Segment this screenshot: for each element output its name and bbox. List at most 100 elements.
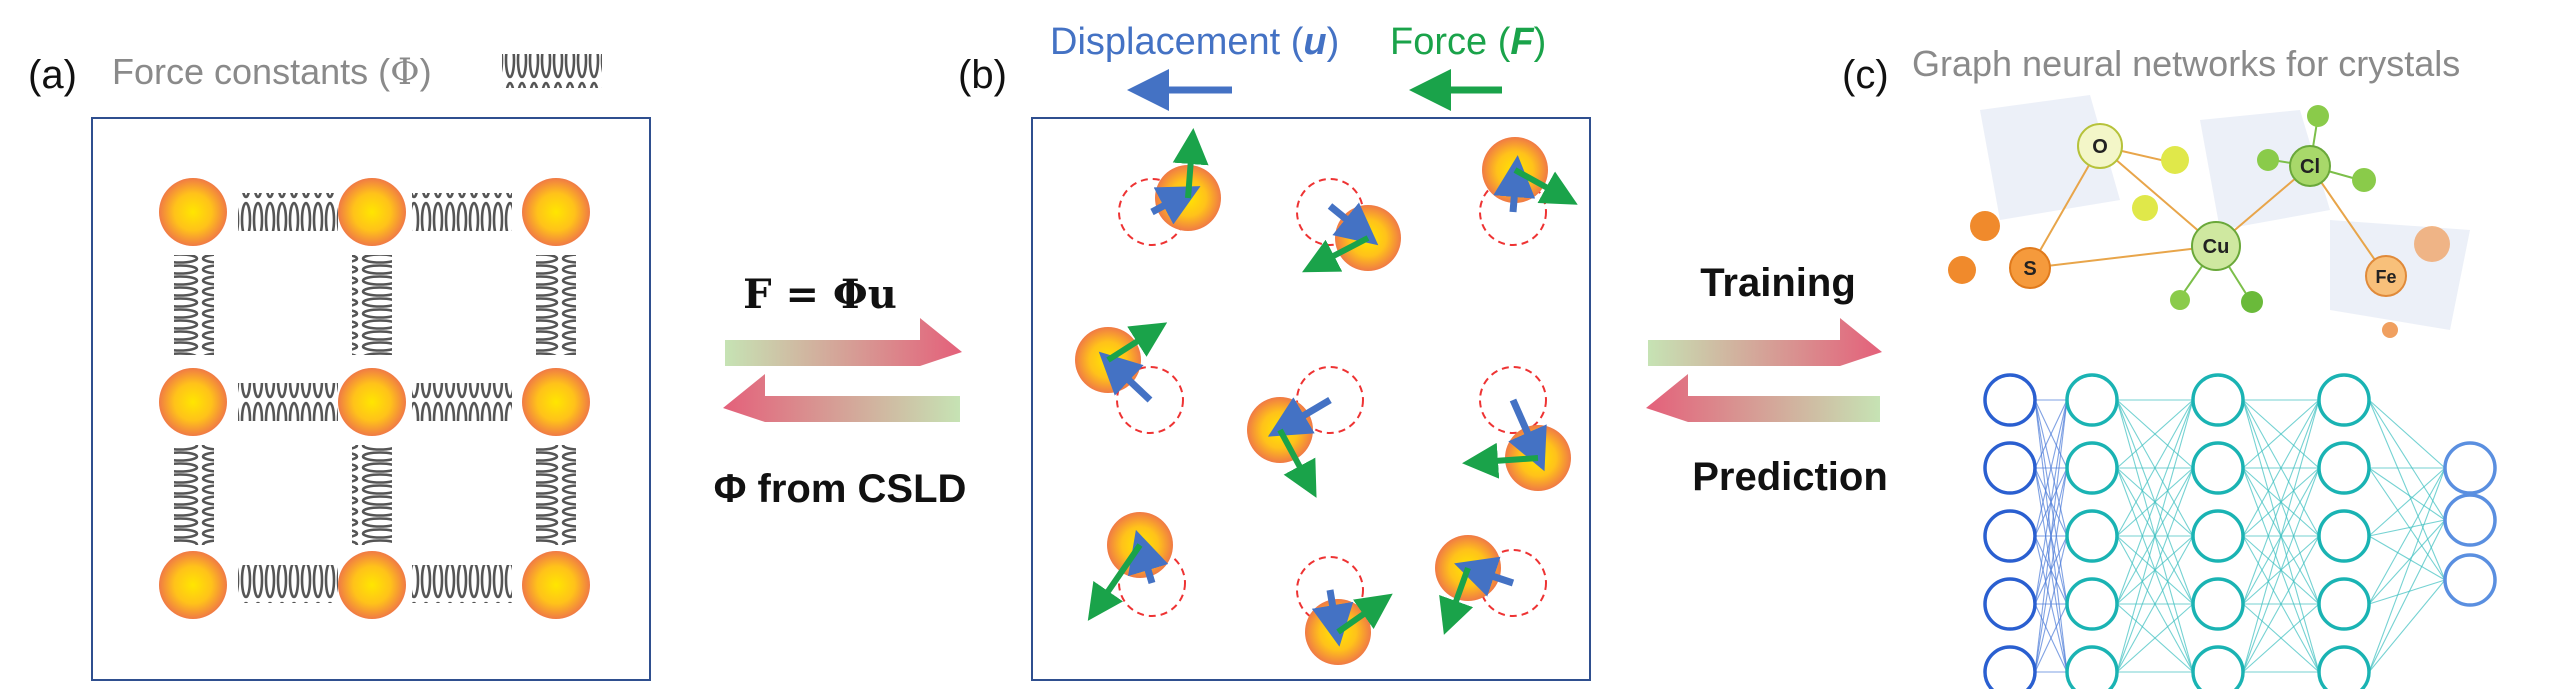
panel-a-title: Force constants (Φ) [112, 51, 432, 93]
atom [522, 178, 590, 246]
nn-node [2317, 509, 2371, 563]
nn-edge [2242, 399, 2320, 469]
panel-b-tag: (b) [958, 53, 1007, 97]
nn-edge [2116, 399, 2194, 537]
force-legend: Force (F) [1390, 21, 1546, 63]
nn-edge [2242, 399, 2320, 605]
nn-edge [2368, 519, 2446, 673]
nn-edge [2116, 399, 2194, 605]
nn-edge [2242, 535, 2320, 673]
crystal-graph: O Cl S Cu Fe [1948, 95, 2470, 338]
nn-node [2443, 553, 2497, 607]
training-arrow [1648, 318, 1882, 366]
atom-label-s: S [2023, 258, 2036, 280]
lattice-box [91, 117, 651, 681]
nn-edge [2368, 579, 2446, 673]
atom [338, 551, 406, 619]
nn-edge [2368, 467, 2446, 521]
displaced-atoms [1075, 128, 1578, 665]
nn-node [1983, 509, 2037, 563]
nn-edge [2368, 535, 2446, 581]
atom [338, 178, 406, 246]
nn-edge [2368, 467, 2446, 581]
nn-node [2317, 645, 2371, 689]
nn-edge [2242, 399, 2320, 537]
equation-label: F = Φu [743, 271, 897, 318]
nn-edge [2034, 467, 2068, 673]
nn-edge [2116, 399, 2194, 469]
spring-icon [502, 54, 602, 88]
nn-node [2065, 577, 2119, 631]
nn-edge [2034, 603, 2068, 673]
displaced-box [1031, 117, 1591, 681]
vertical-springs [174, 255, 576, 545]
neural-network [1983, 373, 2497, 689]
nn-edge [2116, 535, 2194, 673]
atom [159, 551, 227, 619]
nn-node [2317, 441, 2371, 495]
atom-label-cl: Cl [2300, 156, 2320, 178]
nn-node [2191, 441, 2245, 495]
nn-node [2191, 509, 2245, 563]
nn-edge [2368, 399, 2446, 581]
nn-edge [2034, 399, 2068, 673]
nn-edge [2116, 603, 2194, 673]
nn-edge [2242, 399, 2320, 673]
atom [522, 368, 590, 436]
nn-node [2317, 373, 2371, 427]
nn-edge [2034, 535, 2068, 673]
nn-edge [2368, 519, 2446, 605]
atom [338, 368, 406, 436]
panel-c: (c) Graph neural networks for crystals [1842, 43, 2497, 689]
nn-edge [2116, 467, 2194, 673]
nn-node [2443, 441, 2497, 495]
cslds-label: Φ from CSLD [714, 467, 967, 511]
nn-node [1983, 373, 2037, 427]
nn-node [1983, 645, 2037, 689]
displacement-legend: Displacement (u) [1050, 21, 1339, 63]
atom [522, 551, 590, 619]
panel-c-tag: (c) [1842, 53, 1889, 97]
relation-ab: F = Φu Φ from CSLD [714, 271, 967, 511]
atom [159, 178, 227, 246]
prediction-arrow [1646, 374, 1880, 422]
nn-node [2191, 373, 2245, 427]
panel-a: (a) Force constants (Φ) [28, 51, 651, 681]
nn-edge [2034, 399, 2068, 469]
nn-edge [2368, 467, 2446, 673]
panel-c-title: Graph neural networks for crystals [1912, 43, 2460, 84]
nn-edge [2242, 603, 2320, 673]
atom-label-cu: Cu [2203, 236, 2230, 258]
nn-node [2065, 373, 2119, 427]
nn-node [2317, 577, 2371, 631]
forward-arrow [725, 318, 962, 366]
nn-node [2065, 441, 2119, 495]
nn-edge [2368, 399, 2446, 521]
relation-bc: Training Prediction [1646, 261, 1888, 499]
atom [159, 368, 227, 436]
nn-edge [2368, 519, 2446, 537]
nn-node [2065, 645, 2119, 689]
nn-edge [2034, 399, 2068, 537]
atom-label-fe: Fe [2375, 267, 2396, 287]
panel-a-tag: (a) [28, 53, 77, 97]
backward-arrow [723, 374, 960, 422]
training-label: Training [1700, 261, 1856, 305]
nn-edge [2368, 467, 2446, 605]
lattice-atoms [159, 178, 590, 619]
horizontal-springs [238, 193, 512, 603]
panel-b: (b) Displacement (u) Force (F) [958, 21, 1591, 681]
prediction-label: Prediction [1692, 455, 1888, 499]
nn-edge [2368, 579, 2446, 605]
nn-node [2065, 509, 2119, 563]
nn-node [1983, 577, 2037, 631]
nn-node [2191, 577, 2245, 631]
nn-edge [2116, 399, 2194, 673]
nn-node [2443, 493, 2497, 547]
nn-edge [2368, 399, 2446, 469]
nn-node [1983, 441, 2037, 495]
nn-node [2191, 645, 2245, 689]
nn-edge [2034, 399, 2068, 605]
nn-edge [2242, 467, 2320, 673]
